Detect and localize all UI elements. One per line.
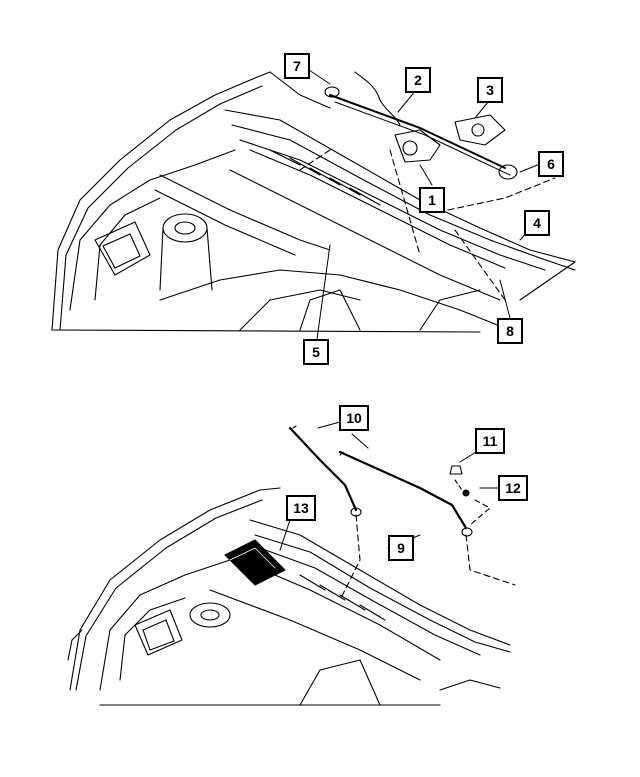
callout-12: 12 <box>498 475 528 501</box>
callout-1: 1 <box>419 187 445 213</box>
callout-3: 3 <box>477 77 503 103</box>
callout-4: 4 <box>524 210 550 236</box>
callout-8: 8 <box>497 318 523 344</box>
upper-illustration <box>51 71 576 333</box>
upper-leader-lines <box>305 67 541 340</box>
callout-9: 9 <box>388 535 414 561</box>
callout-7: 7 <box>284 53 310 79</box>
callout-11: 11 <box>475 428 505 454</box>
lower-leader-lines <box>279 421 499 551</box>
callout-5: 5 <box>303 339 329 365</box>
callout-2: 2 <box>405 67 431 93</box>
lower-illustration <box>67 425 516 706</box>
callout-13: 13 <box>286 495 316 521</box>
callout-6: 6 <box>538 151 564 177</box>
callout-10: 10 <box>339 405 369 431</box>
